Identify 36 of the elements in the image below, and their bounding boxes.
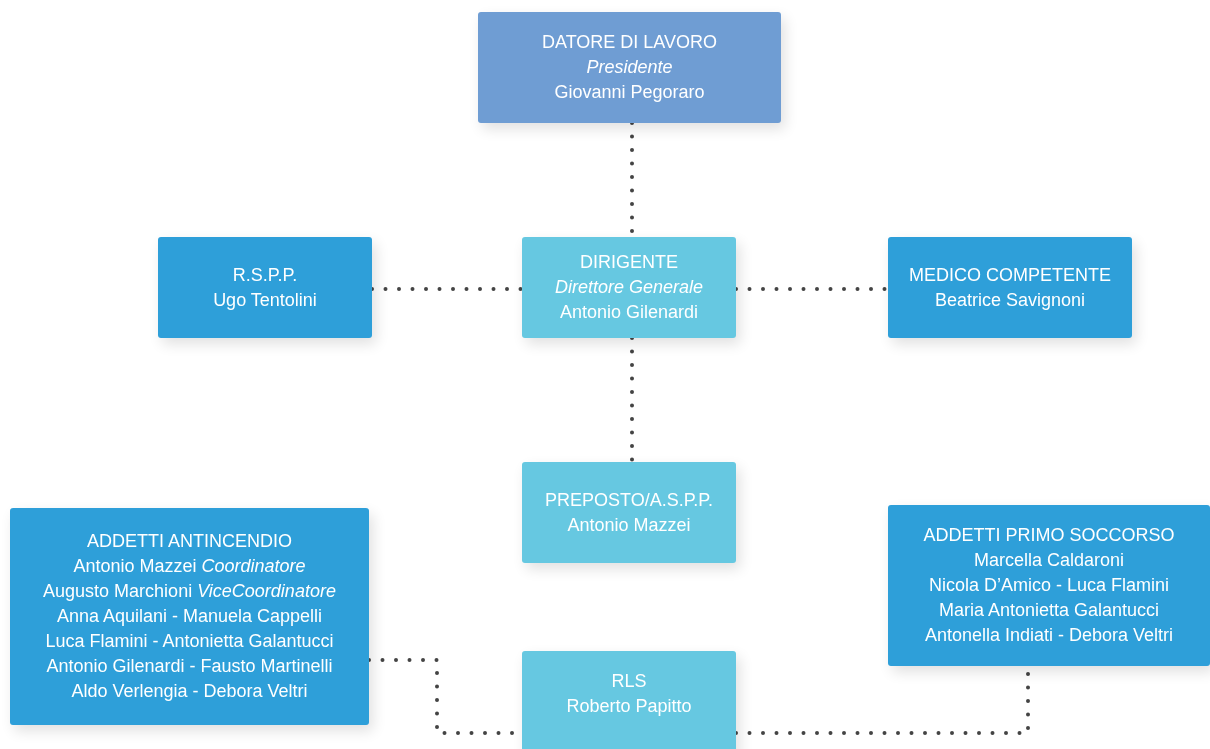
role-text: Direttore Generale	[554, 276, 704, 299]
role-text: Antonella Indiati - Debora Veltri	[924, 624, 1174, 647]
role-box	[478, 12, 781, 123]
role-text: Maria Antonietta Galantucci	[938, 599, 1160, 622]
dotted-connector	[370, 287, 524, 291]
role-box	[522, 237, 736, 338]
role-text: Antonio Mazzei	[567, 513, 691, 537]
role-title: DIRIGENTE	[580, 251, 678, 274]
role-text: Anna Aquilani - Manuela Cappelli	[56, 605, 323, 628]
role-title: ADDETTI ANTINCENDIO	[87, 530, 292, 553]
role-title: DATORE DI LAVORO	[541, 31, 717, 54]
role-text: Marcella Caldaroni	[973, 549, 1125, 572]
role-title: R.S.P.P.	[232, 263, 298, 287]
role-title: ADDETTI PRIMO SOCCORSO	[923, 524, 1175, 547]
dotted-connector	[630, 336, 634, 464]
role-title: PREPOSTO/A.S.P.P.	[544, 488, 714, 512]
role-text: Augusto Marchioni ViceCoordinatore	[43, 580, 336, 603]
role-title: MEDICO COMPETENTE	[909, 263, 1111, 287]
role-text: Aldo Verlengia - Debora Veltri	[71, 680, 308, 703]
role-text: Antonio Gilenardi	[559, 301, 699, 324]
role-box	[522, 462, 736, 563]
role-text: Antonio Gilenardi - Fausto Martinelli	[46, 655, 333, 678]
role-box	[888, 505, 1210, 666]
role-text: Luca Flamini - Antonietta Galantucci	[45, 630, 334, 653]
role-text: Nicola D’Amico - Luca Flamini	[928, 574, 1170, 597]
role-box	[888, 237, 1132, 338]
role-title: RLS	[611, 670, 647, 693]
role-box	[158, 237, 372, 338]
role-text: Giovanni Pegoraro	[554, 81, 705, 104]
role-box	[522, 651, 736, 749]
role-text: Beatrice Savignoni	[934, 288, 1086, 312]
role-box	[10, 508, 369, 725]
role-text: Ugo Tentolini	[213, 288, 317, 312]
role-text: Presidente	[586, 56, 673, 79]
role-text: Roberto Papitto	[566, 695, 692, 718]
role-text: Antonio Mazzei Coordinatore	[73, 555, 306, 578]
